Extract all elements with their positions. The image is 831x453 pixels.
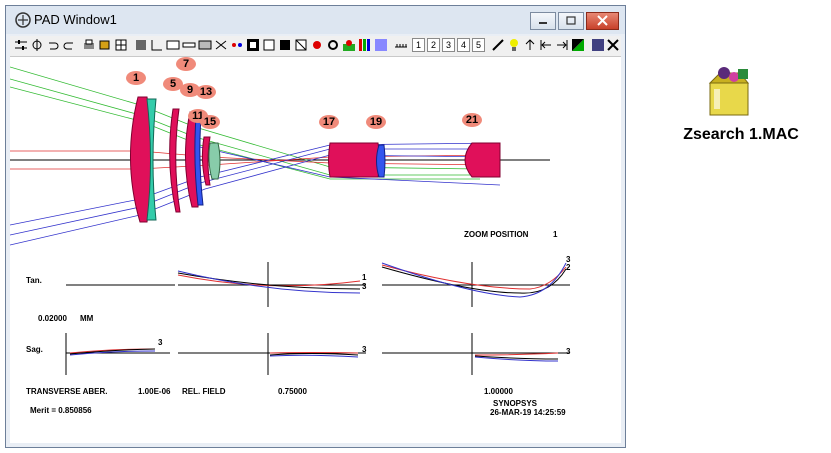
lens-label-9: 9 — [180, 83, 200, 97]
minimize-icon — [539, 22, 547, 24]
bars-icon[interactable] — [358, 38, 372, 52]
field-value-075: 0.75000 — [278, 387, 307, 396]
redo-icon[interactable] — [62, 38, 76, 52]
curve-label-3-right: 3 — [566, 255, 571, 264]
sag-curve-label-right: 3 — [566, 347, 571, 356]
lens-element-21 — [464, 142, 501, 178]
merit-value: Merit = 0.850856 — [30, 406, 92, 415]
fill-square-icon[interactable] — [246, 38, 260, 52]
scissors-icon[interactable] — [214, 38, 228, 52]
layout-icon[interactable] — [134, 38, 148, 52]
zoom-button-5[interactable]: 5 — [472, 38, 485, 52]
square-filled-icon[interactable] — [278, 38, 292, 52]
desktop-icon-label[interactable]: Zsearch 1.MAC — [683, 126, 799, 143]
zoom-position-value: 1 — [553, 230, 558, 239]
lens-label-19: 19 — [366, 115, 386, 129]
pad-window: PAD Window1 1 — [5, 5, 626, 448]
zoom-position-label: ZOOM POSITION — [464, 230, 529, 239]
dots-icon[interactable] — [230, 38, 244, 52]
scale-value: 0.02000 — [38, 314, 67, 323]
close-button[interactable] — [586, 12, 619, 30]
bulb-icon[interactable] — [507, 38, 521, 52]
lens-element-13 — [201, 136, 211, 186]
ring-icon[interactable] — [326, 38, 340, 52]
undo-icon[interactable] — [46, 38, 60, 52]
lens-element-17 — [328, 142, 380, 178]
ruler-icon[interactable] — [182, 38, 196, 52]
adjust-icon[interactable] — [14, 38, 28, 52]
title-bar[interactable]: PAD Window1 — [6, 6, 625, 34]
lens-label-13: 13 — [196, 85, 216, 99]
zoom-button-3[interactable]: 3 — [442, 38, 455, 52]
minimize-button[interactable] — [530, 12, 556, 30]
sag-curve-label-mid: 3 — [362, 345, 367, 354]
print-preview-icon[interactable] — [98, 38, 112, 52]
zoom-button-4[interactable]: 4 — [457, 38, 470, 52]
sag-curves — [69, 348, 559, 362]
cursor-grid-icon[interactable] — [150, 38, 164, 52]
lens-element-9 — [194, 116, 204, 206]
lens-label-5: 5 — [163, 77, 183, 91]
date-time: 26-MAR-19 14:25:59 — [490, 408, 566, 417]
lens-plot-canvas: 1 5 7 9 13 11 15 17 19 21 ZOOM POSITION … — [10, 57, 621, 443]
close-icon — [597, 15, 608, 26]
lens-element-2 — [146, 98, 157, 221]
blue-rays — [10, 142, 501, 246]
square-outline-icon[interactable] — [262, 38, 276, 52]
ruler-h-icon[interactable] — [394, 38, 408, 52]
program-name: SYNOPSYS — [493, 399, 538, 408]
lens-label-7: 7 — [176, 57, 196, 71]
color-icon[interactable] — [342, 38, 356, 52]
table-icon[interactable] — [198, 38, 212, 52]
transverse-label: TRANSVERSE ABER. — [26, 387, 108, 396]
tan-curves — [177, 262, 567, 298]
red-dot-icon[interactable] — [310, 38, 324, 52]
aberration-axes — [65, 262, 570, 375]
maximize-icon — [566, 16, 576, 25]
green-rays — [10, 66, 481, 180]
field-value-100: 1.00000 — [484, 387, 513, 396]
lens-label-21: 21 — [462, 113, 482, 127]
crosshair-icon[interactable] — [294, 38, 308, 52]
window-title: PAD Window1 — [34, 12, 117, 27]
wavelength-value: 1.00E-06 — [138, 387, 171, 396]
mac-file-icon[interactable] — [702, 65, 756, 119]
glass-icon[interactable] — [166, 38, 180, 52]
print-icon[interactable] — [82, 38, 96, 52]
close-x-icon[interactable] — [606, 38, 620, 52]
phi-icon[interactable] — [30, 38, 44, 52]
lens-label-17: 17 — [319, 115, 339, 129]
pattern-icon[interactable] — [374, 38, 388, 52]
arrow-up-icon[interactable] — [523, 38, 537, 52]
first-icon[interactable] — [539, 38, 553, 52]
grid-icon[interactable] — [114, 38, 128, 52]
rel-field-label: REL. FIELD — [182, 387, 226, 396]
maximize-button[interactable] — [558, 12, 584, 30]
lens-label-1: 1 — [126, 71, 146, 85]
curve-label-1: 1 — [362, 273, 367, 282]
scale-unit: MM — [80, 314, 94, 323]
zoom-button-2[interactable]: 2 — [427, 38, 440, 52]
lens-drawing — [10, 66, 570, 375]
monitor-icon[interactable] — [591, 38, 605, 52]
sag-label: Sag. — [26, 345, 43, 354]
lens-element-19 — [376, 144, 386, 178]
curve-label-3: 3 — [362, 282, 367, 291]
zoom-button-1[interactable]: 1 — [412, 38, 425, 52]
sag-curve-label-left: 3 — [158, 338, 163, 347]
lens-element-5 — [169, 108, 181, 213]
gradient-icon[interactable] — [571, 38, 585, 52]
last-icon[interactable] — [555, 38, 569, 52]
app-icon — [15, 12, 31, 28]
curve-label-2-right: 2 — [566, 263, 571, 272]
toolbar: 1 2 3 4 5 — [10, 36, 621, 57]
tan-label: Tan. — [26, 276, 42, 285]
lens-label-15: 15 — [200, 115, 220, 129]
lens-element-15 — [208, 142, 221, 180]
pencil-icon[interactable] — [491, 38, 505, 52]
